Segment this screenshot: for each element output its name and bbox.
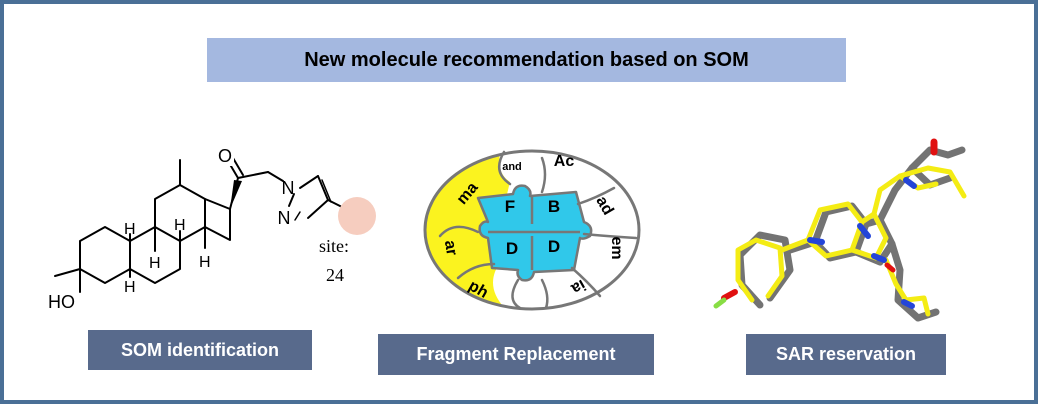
puzzle-piece-d-right: D [548, 237, 560, 256]
diagram-title: New molecule recommendation based on SOM [207, 38, 846, 82]
som-site-highlight [338, 197, 376, 235]
atom-label-hydrogen-3: H [149, 255, 161, 272]
puzzle-rim-text-em: em [608, 236, 625, 259]
atom-label-hydrogen-5: H [124, 279, 136, 296]
atom-label-hydrogen-1: H [124, 221, 136, 238]
atom-label-hydroxyl: HO [48, 292, 75, 312]
puzzle-piece-d-left: D [506, 239, 518, 258]
fragment-puzzle: F B D D ph ar ma and Ac ad em ia [423, 149, 641, 311]
puzzle-rim-text-and: and [502, 161, 522, 173]
site-number: 24 [326, 265, 344, 285]
atom-label-nitrogen-2: N [278, 208, 291, 228]
atom-label-hydrogen-2: H [174, 217, 186, 234]
atom-label-hydrogen-4: H [199, 254, 211, 271]
site-label: site: [319, 236, 349, 256]
puzzle-rim-text-ac: Ac [554, 153, 575, 170]
atom-label-nitrogen-1: N [282, 178, 295, 198]
puzzle-piece-b: B [548, 197, 560, 216]
fragment-replacement-label: Fragment Replacement [378, 334, 654, 375]
puzzle-piece-f: F [505, 197, 515, 216]
puzzle-rim-text-ar: ar [441, 239, 460, 257]
atom-label-oxygen: O [218, 146, 232, 166]
steroid-molecule: O N N HO H H H H H site: 24 [48, 146, 376, 312]
sar-reservation-label: SAR reservation [746, 334, 946, 375]
som-identification-label: SOM identification [88, 330, 312, 370]
ligand-overlay [713, 138, 967, 322]
